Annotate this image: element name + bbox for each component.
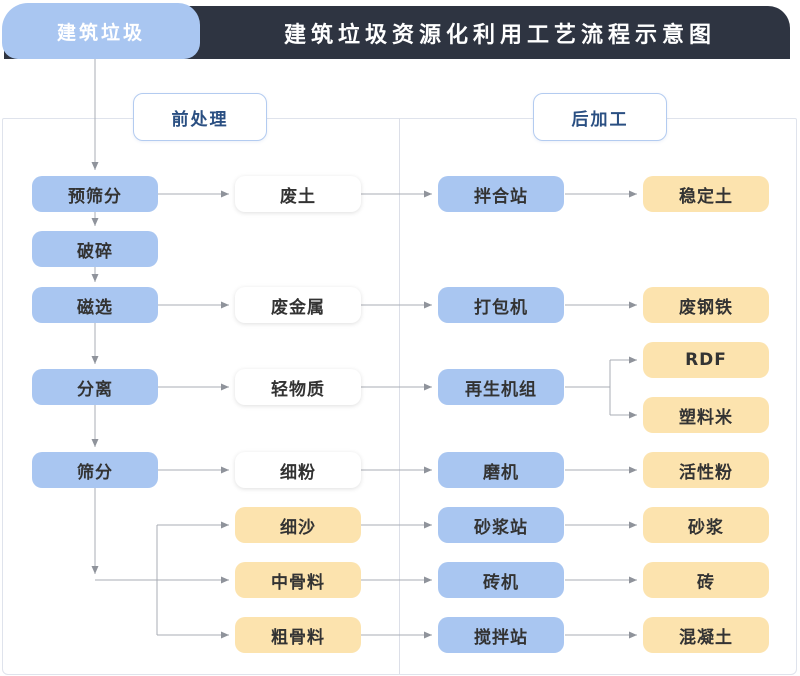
equipment-brick-machine: 砖机 bbox=[438, 562, 564, 598]
process-pre-screening: 预筛分 bbox=[32, 176, 158, 212]
material-fine-powder: 细粉 bbox=[235, 452, 361, 488]
equipment-baler: 打包机 bbox=[438, 287, 564, 323]
process-screening: 筛分 bbox=[32, 452, 158, 488]
material-fine-sand: 细沙 bbox=[235, 507, 361, 543]
material-scrap-metal: 废金属 bbox=[235, 287, 361, 323]
equipment-concrete-station: 搅拌站 bbox=[438, 617, 564, 653]
process-separation: 分离 bbox=[32, 369, 158, 405]
product-plastic-pellets: 塑料米 bbox=[643, 397, 769, 433]
section-label-pre-processing: 前处理 bbox=[133, 93, 267, 141]
equipment-mortar-station: 砂浆站 bbox=[438, 507, 564, 543]
product-brick: 砖 bbox=[643, 562, 769, 598]
process-magnetic-separation: 磁选 bbox=[32, 287, 158, 323]
product-concrete: 混凝土 bbox=[643, 617, 769, 653]
equipment-regeneration-unit: 再生机组 bbox=[438, 369, 564, 405]
equipment-mixing-station: 拌合站 bbox=[438, 176, 564, 212]
material-waste-soil: 废土 bbox=[235, 176, 361, 212]
diagram-title: 建筑垃圾资源化利用工艺流程示意图 bbox=[283, 22, 716, 48]
product-rdf: RDF bbox=[643, 342, 769, 378]
equipment-mill: 磨机 bbox=[438, 452, 564, 488]
source-tab-construction-waste: 建筑垃圾 bbox=[2, 3, 200, 59]
product-scrap-steel: 废钢铁 bbox=[643, 287, 769, 323]
material-light-matter: 轻物质 bbox=[235, 369, 361, 405]
process-crushing: 破碎 bbox=[32, 231, 158, 267]
section-label-post-processing: 后加工 bbox=[533, 93, 667, 141]
product-stabilized-soil: 稳定土 bbox=[643, 176, 769, 212]
material-medium-aggregate: 中骨料 bbox=[235, 562, 361, 598]
product-active-powder: 活性粉 bbox=[643, 452, 769, 488]
material-coarse-aggregate: 粗骨料 bbox=[235, 617, 361, 653]
product-mortar: 砂浆 bbox=[643, 507, 769, 543]
section-divider-line bbox=[399, 118, 400, 674]
